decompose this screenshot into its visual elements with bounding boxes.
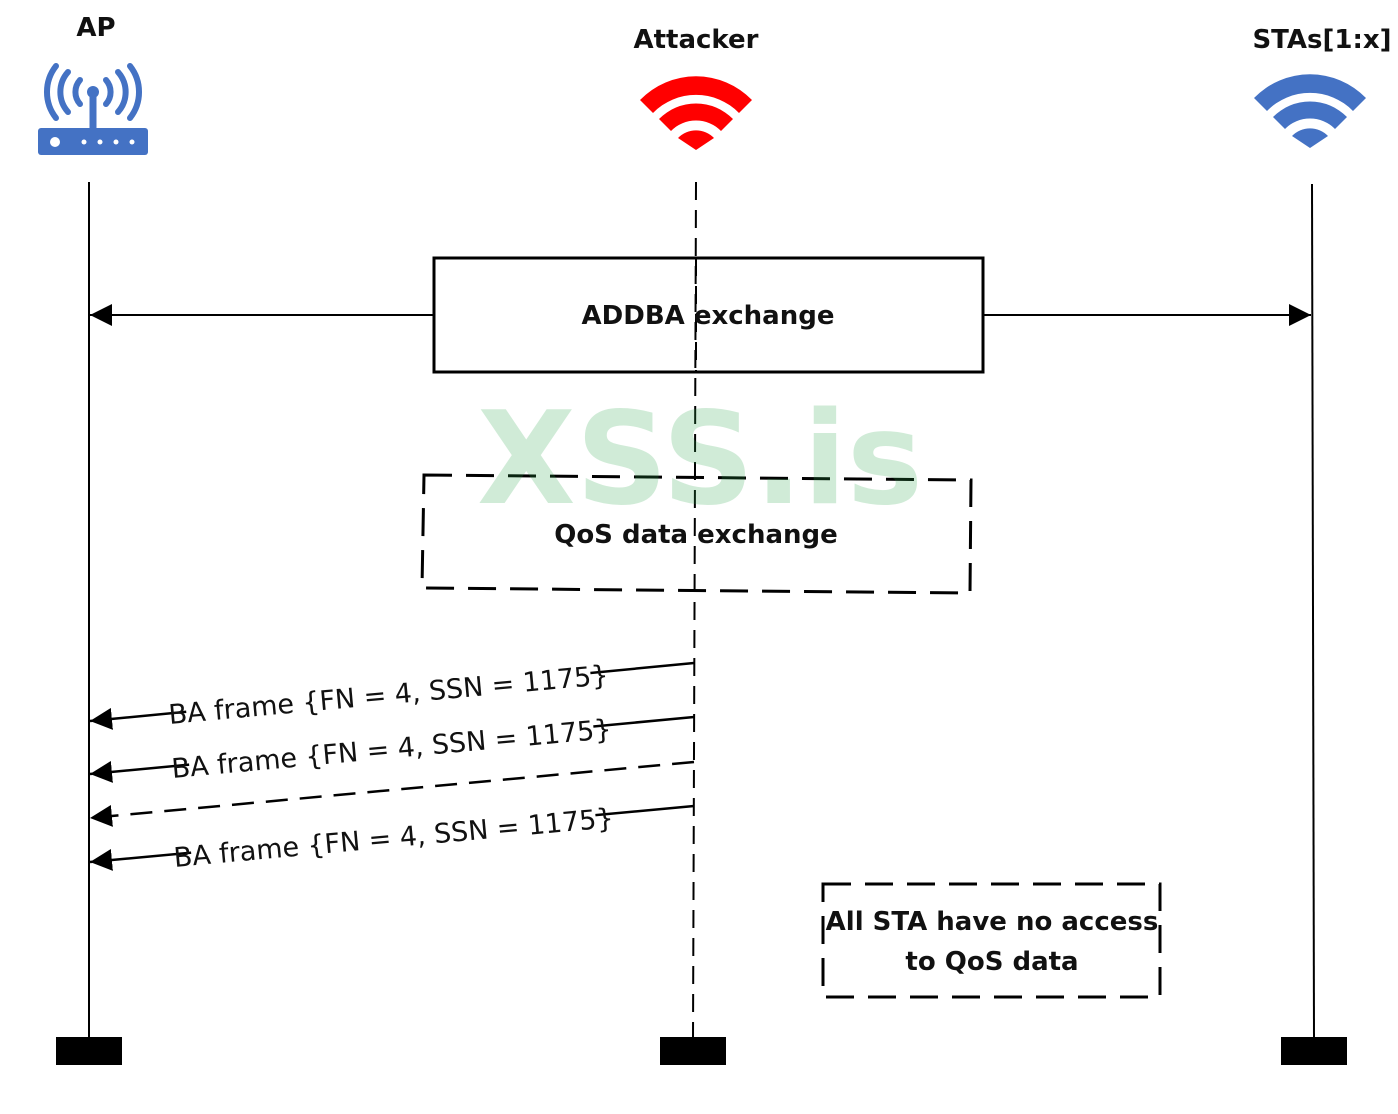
ap-lifeline-end xyxy=(56,1037,122,1065)
qos-exchange-box xyxy=(420,473,973,595)
no-access-note-line1: All STA have no access xyxy=(826,907,1159,937)
wifi-router-icon xyxy=(38,63,148,155)
ap-title: AP xyxy=(76,13,115,43)
attacker-title: Attacker xyxy=(634,25,759,55)
ba-frame-label-bg xyxy=(182,637,591,715)
no-access-note-line2: to QoS data xyxy=(905,947,1078,977)
ba-frame-label-bg xyxy=(185,691,594,769)
watermark-text: XSS.is xyxy=(477,385,923,534)
stas-lifeline xyxy=(1311,183,1315,1039)
wifi-signal-icon xyxy=(640,76,752,150)
attacker-lifeline-end xyxy=(660,1037,726,1065)
qos-exchange-label: QoS data exchange xyxy=(554,520,838,550)
ba-frame-label-bg xyxy=(187,779,596,857)
addba-exchange-box xyxy=(432,256,985,374)
addba-exchange-label: ADDBA exchange xyxy=(582,301,835,331)
wifi-signal-icon xyxy=(1254,74,1366,148)
stas-lifeline-end xyxy=(1281,1037,1347,1065)
no-access-note-box xyxy=(821,882,1162,999)
stas-title: STAs[1:x] xyxy=(1252,25,1391,55)
